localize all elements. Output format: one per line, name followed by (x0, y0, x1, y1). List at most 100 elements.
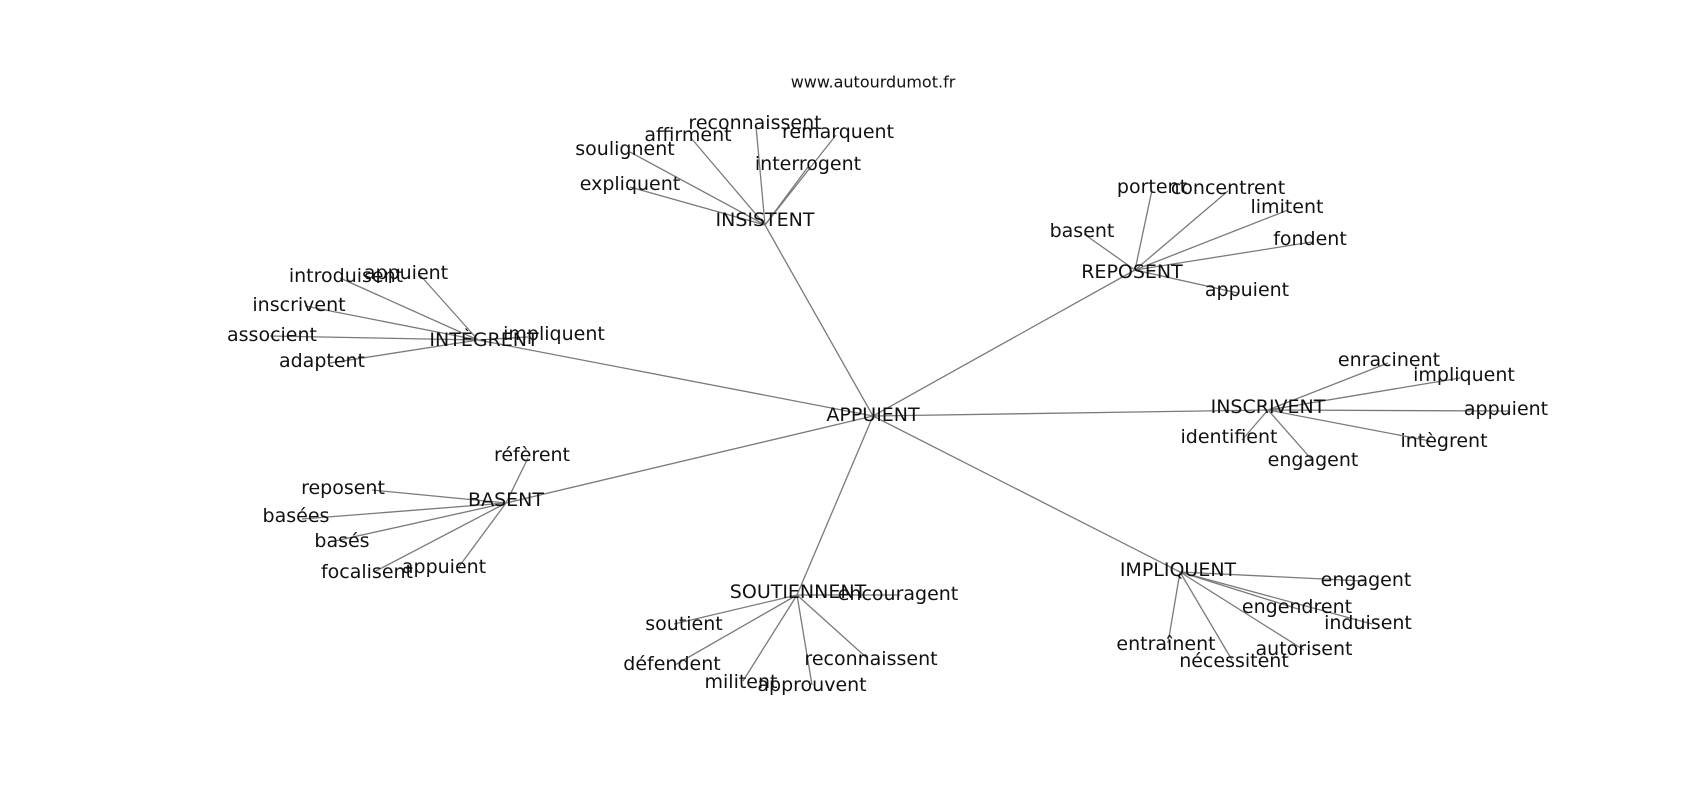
edge-reposent-concentrent (1134, 190, 1229, 271)
cluster-node-soutiennent: SOUTIENNENT (730, 581, 867, 603)
edge-insistent-soulignent (629, 151, 766, 226)
leaf-word-autorisent: autorisent (1256, 638, 1353, 660)
edge-integrent-inscrivent (304, 305, 479, 341)
leaf-word-bases: basés (314, 530, 369, 552)
leaf-word-appuient: appuient (1205, 279, 1289, 301)
cluster-node-basent: BASENT (468, 489, 544, 511)
graph-labels: soulignentaffirmentreconnaissentremarque… (227, 112, 1548, 696)
leaf-word-focalisent: focalisent (321, 561, 413, 583)
leaf-word-referent: réfèrent (494, 444, 570, 466)
leaf-word-remarquent: remarquent (782, 121, 894, 143)
leaf-word-inscrivent: inscrivent (252, 294, 345, 316)
leaf-word-soulignent: soulignent (575, 138, 674, 160)
leaf-word-soutient: soutient (645, 613, 722, 635)
cluster-node-impliquent: IMPLIQUENT (1120, 559, 1237, 581)
leaf-word-engagent: engagent (1268, 449, 1359, 471)
leaf-word-expliquent: expliquent (580, 173, 681, 195)
edge-appuient-inscrivent (872, 409, 1269, 417)
leaf-word-appuient: appuient (402, 556, 486, 578)
cluster-node-insistent: INSISTENT (716, 209, 815, 231)
leaf-word-militent: militent (705, 671, 778, 693)
edge-appuient-basent (505, 415, 874, 504)
leaf-word-affirment: affirment (644, 124, 731, 146)
edge-inscrivent-identifient (1241, 409, 1269, 441)
edge-impliquent-induisent (1179, 571, 1373, 625)
edge-basent-referent (505, 457, 529, 504)
edge-inscrivent-enracinent (1267, 362, 1389, 411)
edge-appuient-impliquent (872, 415, 1181, 573)
leaf-word-reposent: reposent (301, 477, 385, 499)
edge-appuient-integrent (477, 339, 874, 417)
site-credit: www.autourdumot.fr (791, 73, 956, 92)
edge-impliquent-engendrent (1179, 571, 1299, 610)
leaf-word-entrainent: entraînent (1116, 633, 1215, 655)
leaf-word-introduisent: introduisent (289, 265, 403, 287)
edge-inscrivent-engagent (1267, 409, 1314, 462)
leaf-word-appuient: appuient (1464, 398, 1548, 420)
edge-insistent-affirment (690, 137, 766, 226)
leaf-word-reconnaissent: reconnaissent (804, 648, 937, 670)
leaf-word-impliquent: impliquent (1413, 364, 1515, 386)
edge-basent-basees (301, 502, 507, 520)
edge-integrent-introduisent (339, 277, 479, 341)
edge-impliquent-autorisent (1179, 571, 1305, 651)
edge-integrent-adaptent (329, 339, 479, 364)
leaf-word-approuvent: approuvent (757, 674, 866, 696)
edge-inscrivent-impliquent (1267, 377, 1461, 411)
leaf-word-associent: associent (227, 324, 317, 346)
root-node-appuient: APPUIENT (826, 404, 920, 426)
leaf-word-adaptent: adaptent (279, 350, 365, 372)
edge-basent-focalisent (373, 502, 507, 573)
leaf-word-enracinent: enracinent (1338, 349, 1440, 371)
leaf-word-portent: portent (1117, 176, 1187, 198)
edge-appuient-insistent (764, 224, 874, 417)
leaf-word-fondent: fondent (1273, 228, 1347, 250)
leaf-word-concentrent: concentrent (1171, 177, 1285, 199)
leaf-word-limitent: limitent (1251, 196, 1324, 218)
edge-soutiennent-soutient (673, 594, 798, 625)
leaf-word-basent: basent (1050, 220, 1115, 242)
edge-soutiennent-reconnaissent (796, 594, 869, 660)
leaf-word-necessitent: nécessitent (1179, 650, 1289, 672)
cluster-node-inscrivent: INSCRIVENT (1211, 396, 1326, 418)
leaf-word-induisent: induisent (1324, 612, 1412, 634)
leaf-word-impliquent: impliquent (503, 323, 605, 345)
edge-inscrivent-integrent (1267, 409, 1431, 442)
leaf-word-basees: basées (263, 505, 330, 527)
edge-insistent-expliquent (629, 186, 766, 226)
edge-insistent-interrogent (764, 166, 809, 226)
edge-reposent-fondent (1134, 241, 1313, 271)
edge-reposent-appuient (1134, 269, 1239, 294)
edge-integrent-appuient (419, 274, 479, 341)
edge-reposent-basent (1083, 233, 1136, 271)
edge-impliquent-necessitent (1179, 571, 1233, 661)
leaf-word-engagent: engagent (1321, 569, 1412, 591)
edge-appuient-soutiennent (796, 415, 874, 596)
edge-reposent-portent (1134, 189, 1153, 271)
leaf-word-reconnaissent: reconnaissent (688, 112, 821, 134)
edge-integrent-associent (269, 335, 479, 341)
leaf-word-identifient: identifient (1181, 426, 1278, 448)
leaf-word-encouragent: encouragent (838, 583, 959, 605)
edge-basent-bases (334, 502, 507, 542)
edge-basent-reposent (371, 489, 507, 504)
edge-impliquent-engagent (1179, 571, 1365, 582)
edge-basent-appuient (457, 502, 507, 569)
edge-inscrivent-appuient (1267, 409, 1509, 412)
edge-reposent-limitent (1134, 209, 1289, 271)
cluster-node-reposent: REPOSENT (1081, 261, 1183, 283)
edge-appuient-reposent (872, 269, 1136, 417)
leaf-word-interrogent: interrogent (755, 153, 861, 175)
leaf-word-appuient: appuient (364, 262, 448, 284)
edge-soutiennent-approuvent (796, 594, 813, 686)
leaf-word-engendrent: engendrent (1242, 596, 1352, 618)
edge-soutiennent-defendent (674, 594, 798, 666)
leaf-word-integrent: intègrent (1400, 430, 1487, 452)
graph-edges (269, 125, 1509, 686)
leaf-word-defendent: défendent (623, 653, 720, 675)
edge-soutiennent-militent (742, 594, 798, 682)
edge-insistent-reconnaissent (755, 125, 766, 226)
edge-impliquent-entrainent (1167, 571, 1181, 644)
edge-integrent-impliquent (477, 336, 529, 341)
